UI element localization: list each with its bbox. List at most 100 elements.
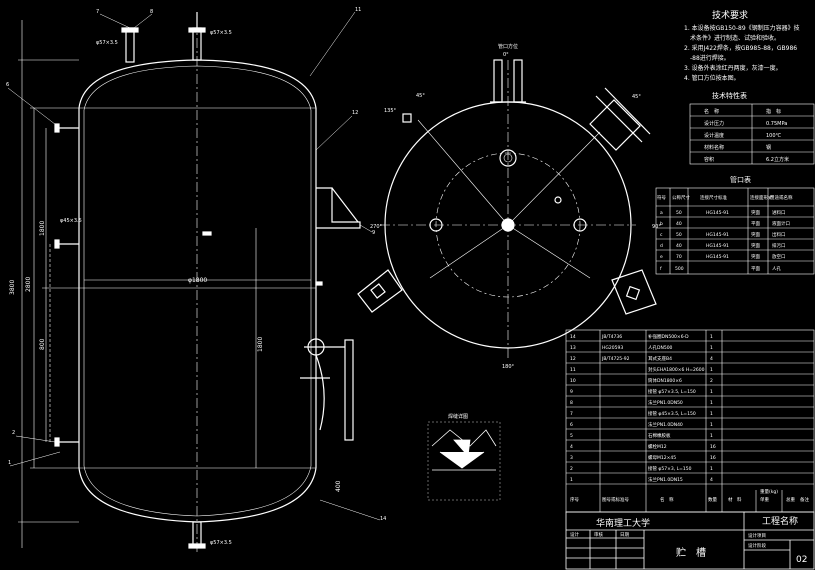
svg-text:管口方位: 管口方位	[498, 43, 518, 50]
label-nozzle-top-right: φ57×3.5	[210, 30, 232, 36]
parts-cell: 封头EHA1800×6 H=2600	[648, 366, 705, 373]
parts-cell: 1	[710, 345, 713, 351]
manhole-neck	[589, 99, 641, 151]
parts-cell: 4	[710, 356, 713, 362]
label-nozzle-top-left: φ57×3.5	[96, 40, 118, 46]
svg-text:用途或名称: 用途或名称	[770, 194, 793, 201]
parts-cell: 1	[570, 477, 573, 483]
svg-text:0°: 0°	[503, 52, 509, 58]
svg-text:d: d	[660, 243, 663, 249]
tech-requirements: 技术要求 1. 本设备按GB150-89《钢制压力容器》技 术条件》进行制造、试…	[684, 9, 800, 82]
sheet-number: 02	[796, 555, 807, 565]
parts-cell: 人孔DN500	[648, 344, 673, 351]
dim-low: 800	[39, 338, 46, 350]
parts-cell: 1	[710, 433, 713, 439]
parts-cell: 1	[710, 367, 713, 373]
svg-text:设计压力: 设计压力	[704, 120, 724, 127]
svg-text:6.2立方米: 6.2立方米	[766, 156, 789, 163]
svg-text:指 标: 指 标	[766, 108, 781, 115]
spec-table	[689, 103, 815, 165]
parts-cell: 接管 φ57×3.5, L=150	[648, 388, 696, 395]
svg-text:50: 50	[676, 232, 682, 238]
parts-cell: 1	[710, 411, 713, 417]
svg-text:a: a	[660, 211, 663, 216]
side-flange	[344, 339, 354, 441]
title-block-cells: 设计 审核 日期 设计项目 设计阶段	[570, 531, 766, 549]
svg-text:符号: 符号	[657, 194, 666, 201]
leader-lines	[7, 11, 381, 521]
svg-text:8: 8	[150, 9, 153, 15]
svg-text:50: 50	[676, 210, 682, 216]
dim-inner: 1800	[39, 221, 46, 236]
parts-cell: 1	[710, 334, 713, 340]
dim-diameter: φ1800	[188, 277, 207, 284]
parts-cell: 11	[570, 367, 576, 373]
part-callouts: 7 8 11 12 6 2 1 14 9	[6, 7, 386, 522]
nozzle-table-title: 管口表	[730, 175, 751, 184]
parts-footer-cell: 序号	[570, 496, 579, 503]
nozzle-left	[429, 218, 443, 232]
svg-text:设计: 设计	[570, 531, 579, 538]
parts-cell: 5	[570, 433, 573, 439]
parts-weight-label: 重量(kg)	[760, 488, 778, 495]
dim-total: 3800	[9, 280, 16, 295]
center-nozzle	[501, 218, 515, 232]
svg-text:1: 1	[8, 460, 11, 466]
top-view	[357, 59, 657, 360]
parts-cell: 耳式支座B4	[648, 355, 672, 362]
parts-cell: 螺母M12×45	[648, 454, 676, 461]
svg-text:突面: 突面	[751, 209, 760, 216]
svg-text:12: 12	[352, 110, 358, 116]
parts-cell: 1	[710, 400, 713, 406]
label-nozzle-bottom: φ57×3.5	[210, 540, 232, 546]
parts-cell: 8	[570, 400, 573, 406]
svg-text:设计温度: 设计温度	[704, 132, 724, 139]
svg-text:40: 40	[676, 221, 682, 227]
svg-text:2. 采用J422焊条，按GB985-88，GB986: 2. 采用J422焊条，按GB985-88，GB986	[684, 44, 797, 52]
svg-text:3. 设备外表涂红丹两度，灰漆一度。: 3. 设备外表涂红丹两度，灰漆一度。	[684, 64, 782, 72]
svg-text:40: 40	[676, 243, 682, 249]
parts-cell: 1	[710, 422, 713, 428]
svg-text:进料口: 进料口	[772, 209, 786, 216]
parts-cell: 1	[710, 389, 713, 395]
parts-cell: HG20593	[602, 345, 623, 351]
svg-text:突面: 突面	[751, 242, 760, 249]
spec-table-title: 技术特性表	[712, 91, 747, 100]
parts-cell: 1	[710, 466, 713, 472]
svg-text:平面: 平面	[751, 221, 760, 227]
top-nozzle-left	[125, 27, 135, 63]
svg-text:设计阶段: 设计阶段	[748, 542, 766, 549]
svg-text:突面: 突面	[751, 231, 760, 238]
svg-text:11: 11	[355, 7, 361, 13]
svg-text:审核: 审核	[594, 531, 603, 538]
svg-text:0.75MPa: 0.75MPa	[766, 121, 787, 127]
svg-text:液面计口: 液面计口	[772, 220, 790, 227]
svg-text:2: 2	[12, 430, 15, 436]
svg-text:b: b	[660, 221, 663, 227]
svg-text:连接尺寸标准: 连接尺寸标准	[700, 194, 727, 201]
svg-text:名 称: 名 称	[704, 108, 719, 115]
label-nozzle-side: φ45×3.5	[60, 218, 82, 224]
top-proj-right	[513, 59, 523, 103]
svg-text:4. 管口方位按本图。: 4. 管口方位按本图。	[684, 74, 740, 82]
svg-text:平面: 平面	[751, 266, 760, 272]
svg-text:日期: 日期	[620, 532, 629, 538]
weld-detail-label: 焊缝详图	[448, 413, 468, 420]
bottom-head	[78, 467, 317, 523]
dim-mid: 1800	[257, 337, 264, 352]
svg-text:钢: 钢	[766, 144, 771, 151]
dim-skirt: 400	[335, 480, 342, 492]
front-view	[54, 12, 361, 555]
svg-text:排污口: 排污口	[772, 242, 786, 249]
mark-135	[402, 113, 412, 123]
svg-text:材料名称: 材料名称	[704, 144, 724, 151]
svg-text:连接面形式: 连接面形式	[750, 194, 773, 201]
svg-text:100℃: 100℃	[766, 133, 782, 139]
parts-footer-cell: 图号或标准号	[602, 496, 629, 503]
top-head	[78, 59, 317, 109]
parts-cell: 螺栓M12	[648, 443, 667, 450]
parts-cell: 3	[570, 455, 573, 461]
parts-cell: 石棉橡胶板	[648, 432, 671, 439]
